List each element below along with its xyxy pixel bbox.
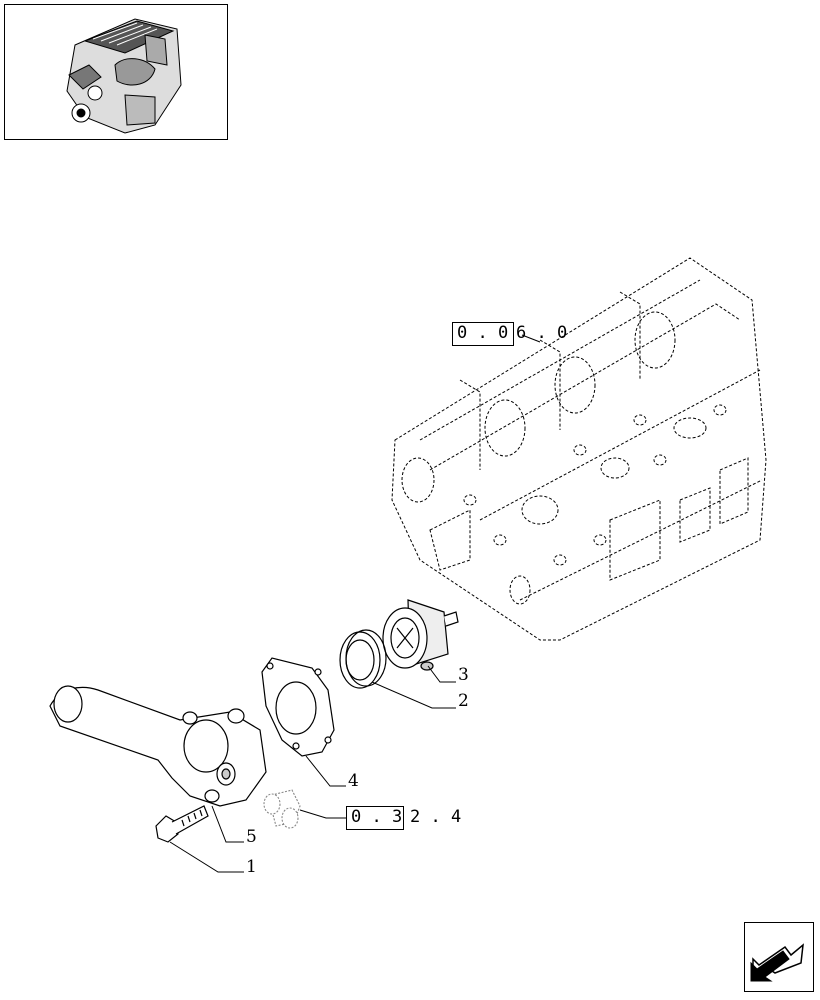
callout-seal-ring: 2 <box>458 691 469 711</box>
ref-plug-tail: 2 . 4 <box>410 807 462 827</box>
thermostat <box>382 599 459 671</box>
callout-gasket: 4 <box>348 771 359 791</box>
leader-bolt <box>169 841 244 873</box>
engine-thumbnail <box>4 4 228 140</box>
ref-engine-block-box[interactable]: 0 . 0 <box>452 322 514 346</box>
leader-thermostat <box>427 665 456 683</box>
leader-seal-ring <box>371 681 456 709</box>
leader-engine-block <box>521 334 541 343</box>
engine-thumbnail-icon <box>66 18 182 134</box>
leader-plug <box>299 809 346 819</box>
next-page-button[interactable] <box>744 922 814 992</box>
ref-engine-block-tail: 6 . 0 <box>516 323 568 343</box>
bolt <box>155 805 209 843</box>
engine-block-outline <box>391 257 767 641</box>
callout-housing: 5 <box>246 827 257 847</box>
gasket <box>261 657 335 757</box>
leader-gasket <box>305 755 346 787</box>
leader-housing <box>211 805 244 843</box>
next-page-arrow-icon <box>750 943 804 982</box>
plug <box>263 789 301 829</box>
seal-ring <box>339 629 387 689</box>
callout-thermostat: 3 <box>458 665 469 685</box>
ref-plug-box[interactable]: 0 . 3 <box>346 806 404 830</box>
callout-bolt: 1 <box>246 857 257 877</box>
outlet-housing <box>49 685 267 807</box>
